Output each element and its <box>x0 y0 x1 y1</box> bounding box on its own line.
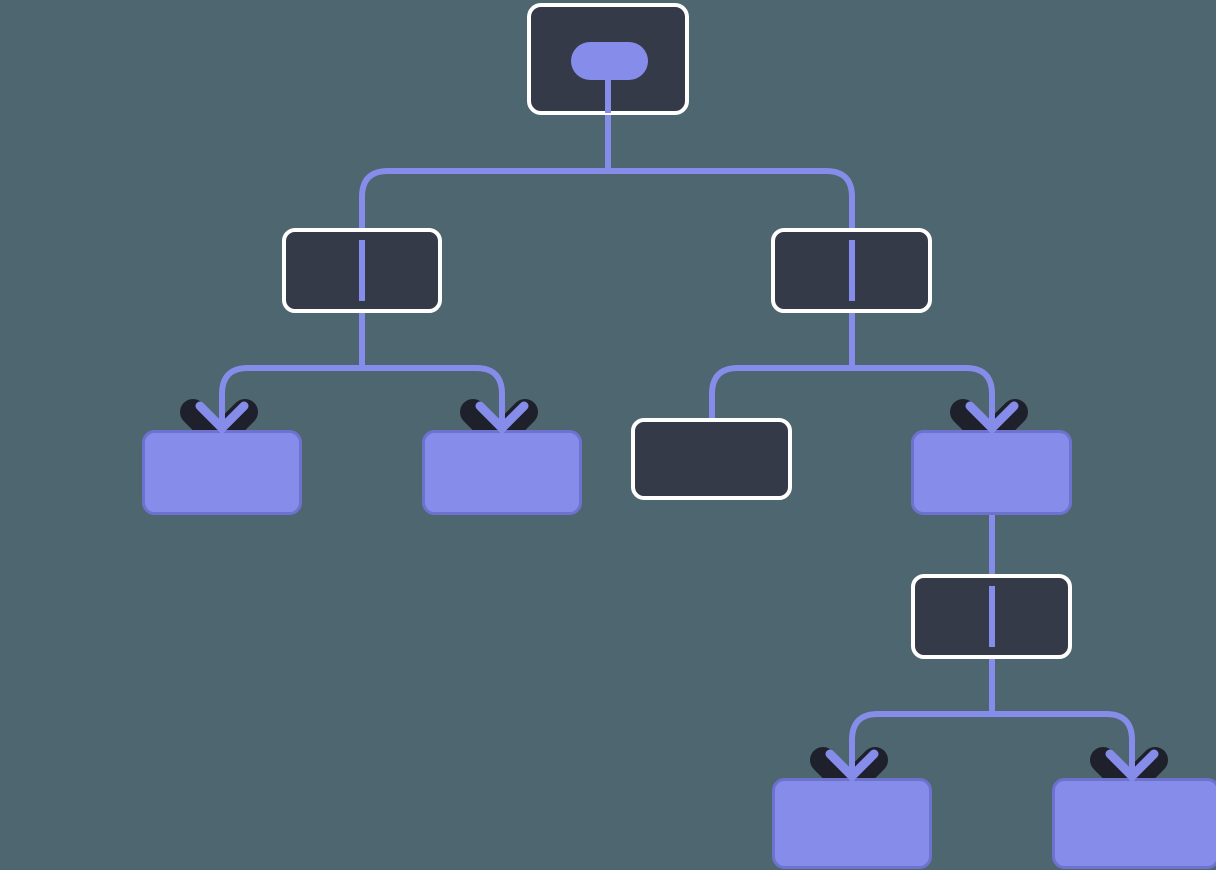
node-l4-a[interactable] <box>772 778 932 869</box>
node-l2-b-box[interactable] <box>422 430 582 515</box>
node-root[interactable] <box>527 3 689 115</box>
node-l1-b-line <box>849 240 855 301</box>
edge-root-l1a <box>359 168 608 313</box>
edge-l3a-l4b <box>992 711 1135 780</box>
node-l4-b[interactable] <box>1052 778 1216 869</box>
node-l2-a[interactable] <box>142 430 302 515</box>
node-layer <box>142 3 1216 869</box>
node-l3-a[interactable] <box>911 574 1072 659</box>
node-l2-c-box[interactable] <box>631 418 792 500</box>
node-l4-b-box[interactable] <box>1052 778 1216 869</box>
node-l3-a-line <box>989 586 995 647</box>
node-root-pill <box>571 42 648 80</box>
edge-root-l1b <box>608 168 855 313</box>
edge-l1a-l2a <box>219 365 362 432</box>
node-l1-a-line <box>359 240 365 301</box>
node-l1-a[interactable] <box>282 228 442 313</box>
arrow-shaft-tips <box>219 396 1135 780</box>
arrow-shaft-l2d <box>989 396 995 432</box>
connector-layer <box>219 62 1135 780</box>
arrow-shaft-l2a <box>219 396 225 432</box>
arrow-shaft-l4a <box>849 744 855 780</box>
edge-l1b-l2d <box>852 365 995 432</box>
edge-l3a-l4a <box>849 711 992 780</box>
node-l2-d-box[interactable] <box>911 430 1072 515</box>
node-l2-c[interactable] <box>631 418 792 500</box>
arrow-shaft-l2b <box>499 396 505 432</box>
edge-l1a-l2b <box>362 365 505 432</box>
arrow-shaft-l4b <box>1129 744 1135 780</box>
node-l2-a-box[interactable] <box>142 430 302 515</box>
node-l1-b[interactable] <box>771 228 932 313</box>
edge-l1b-l2c <box>709 365 852 420</box>
node-root-stem <box>605 62 611 113</box>
node-l4-a-box[interactable] <box>772 778 932 869</box>
node-l2-d[interactable] <box>911 430 1072 515</box>
node-l2-b[interactable] <box>422 430 582 515</box>
